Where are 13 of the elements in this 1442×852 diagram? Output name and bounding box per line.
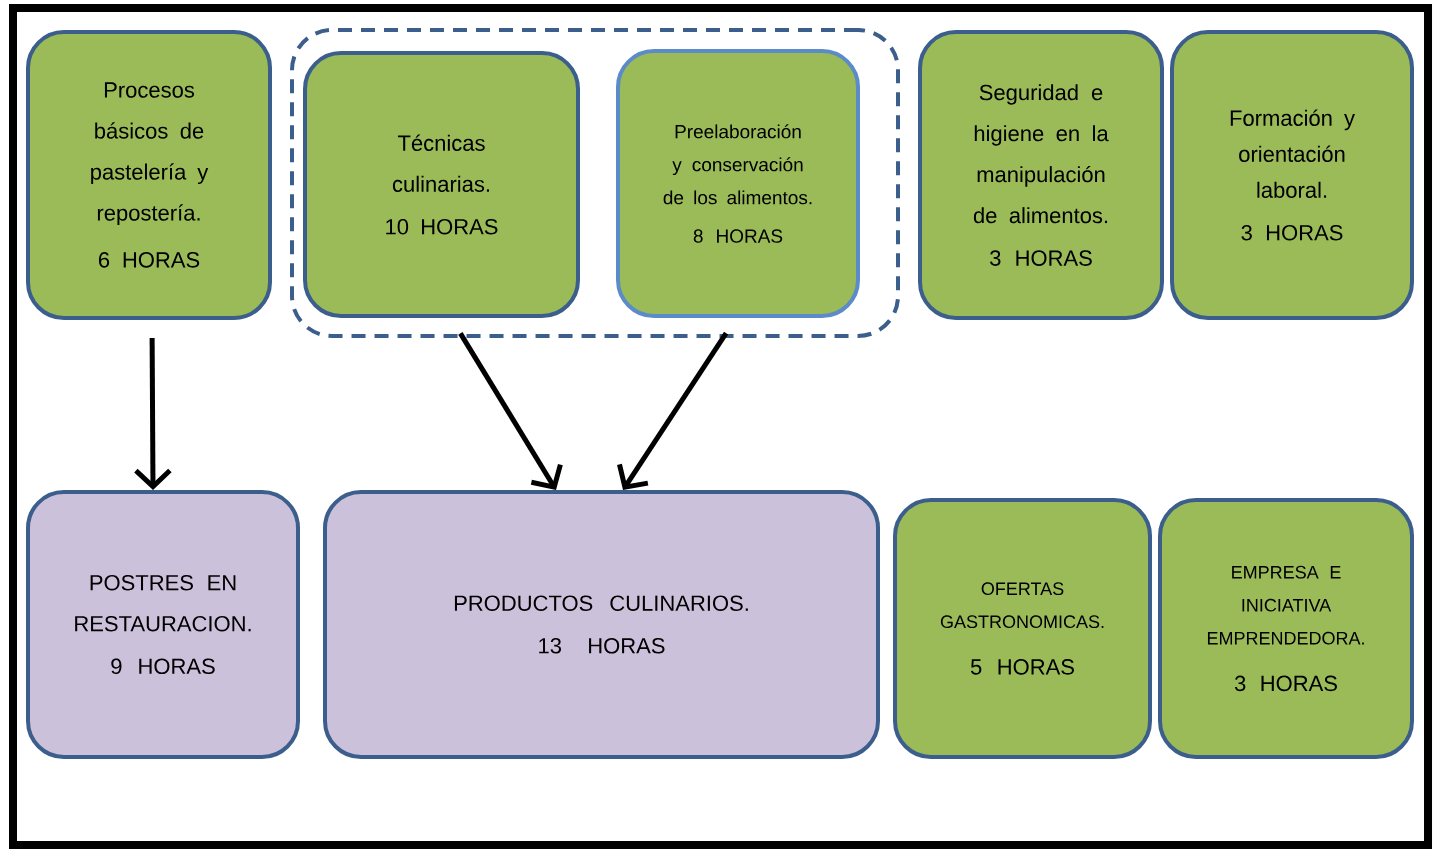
- course-box: Técnicas culinarias. 10 HORAS: [303, 51, 580, 318]
- course-box: EMPRESA E INICIATIVA EMPRENDEDORA. 3 HORAS: [1158, 498, 1414, 759]
- course-box: Procesos básicos de pastelería y repostería. 6 HORAS: [26, 30, 272, 320]
- dashed-group-box: [290, 28, 900, 338]
- course-box: OFERTAS GASTRONOMICAS. 5 HORAS: [893, 498, 1152, 759]
- arrow: [134, 338, 172, 490]
- course-box: POSTRES EN RESTAURACION. 9 HORAS: [26, 490, 300, 759]
- course-box: Seguridad e higiene en la manipulación de alimentos. 3 HORAS: [918, 30, 1164, 320]
- course-box: Formación y orientación laboral. 3 HORAS: [1170, 30, 1414, 320]
- course-box: Preelaboración y conservación de los alimentos. 8 HORAS: [616, 49, 860, 318]
- arrow: [617, 331, 729, 490]
- arrow: [458, 332, 563, 490]
- course-box: PRODUCTOS CULINARIOS. 13 HORAS: [323, 490, 880, 759]
